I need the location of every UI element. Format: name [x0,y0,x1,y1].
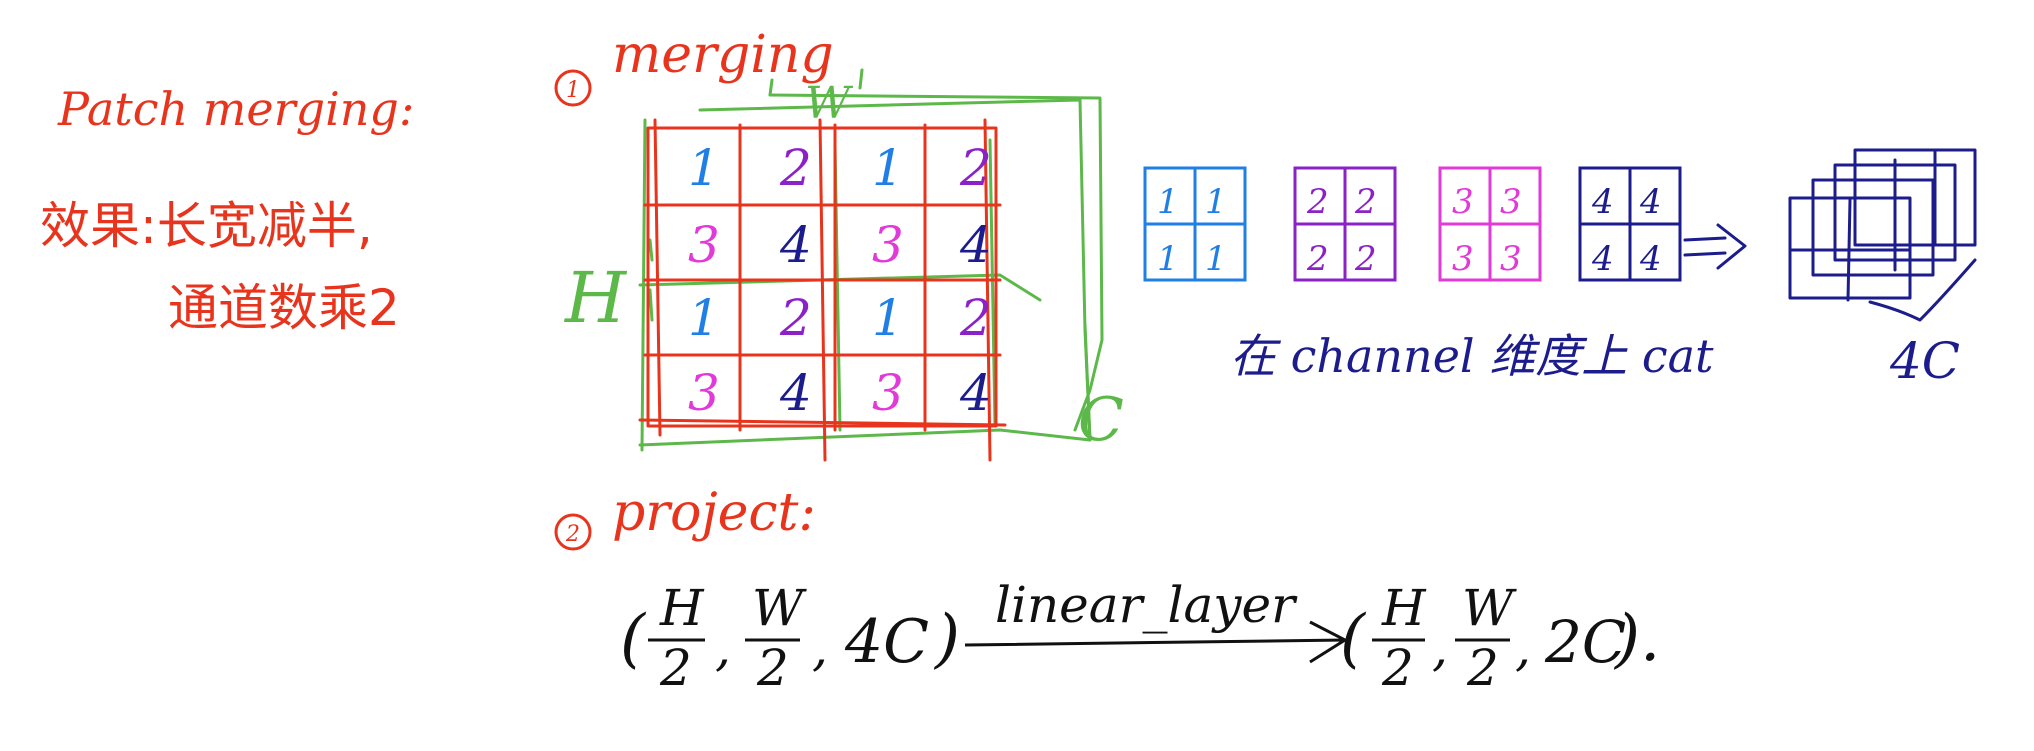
channel-block-value: 1 [1157,182,1179,222]
grid-cell-3-3: 4 [959,364,992,422]
out-w-den: 2 [1466,639,1499,697]
notes-group: Patch merging: 效果:长宽减半, 通道数乘2 [40,82,414,337]
grid-cell-3-0: 3 [688,364,720,422]
channel-block-value: 3 [1500,182,1522,222]
channel-block-value: 2 [1354,182,1377,222]
channel-block-value: 2 [1306,239,1329,279]
height-label: H [563,257,628,339]
channel-block-value: 1 [1157,239,1179,279]
cat-arrow [1683,223,1747,270]
title-text: Patch merging: [57,82,414,136]
result-label: 4C [1889,332,1960,390]
channel-block-value: 4 [1639,182,1662,222]
width-label: W [805,78,854,129]
channel-block-value: 3 [1452,239,1474,279]
channel-block-value: 3 [1452,182,1474,222]
channel-block-value: 3 [1500,239,1522,279]
paren-open-in: ( [620,602,647,676]
projection-formula: ( H 2 , W 2 , 4C ) linear_layer ( H 2 , … [620,576,1660,697]
step1-label: merging [612,25,834,85]
grid-cell-0-0: 1 [688,139,720,197]
grid-cell-2-1: 2 [779,289,812,347]
channel-block-value: 4 [1591,239,1614,279]
in-h-den: 2 [659,639,692,697]
out-h-den: 2 [1381,639,1414,697]
in-c: 4C [844,607,929,677]
channel-block-value: 2 [1306,182,1329,222]
channel-block-value: 2 [1354,239,1377,279]
comma-2: , [812,619,828,677]
step1-circle [554,69,592,107]
step2-label: project: [612,483,816,543]
step2-circle [554,513,592,551]
grid-cell-3-2: 3 [872,364,904,422]
out-h-num: H [1381,579,1427,637]
in-h-num: H [659,579,705,637]
paren-close-out: ). [1613,602,1660,676]
cat-note: 在 channel 维度上 cat [1230,329,1714,383]
merge-grid [638,118,1007,462]
grid-cell-1-3: 4 [959,216,992,274]
step2-number: 2 [565,522,580,547]
result-stack [1788,148,1977,322]
in-w-num: W [752,579,807,637]
channel-block-value: 4 [1639,239,1662,279]
grid-cell-2-0: 1 [688,289,720,347]
grid-cell-2-3: 2 [959,289,992,347]
paren-open-out: ( [1340,602,1367,676]
channel-label: C [1078,385,1124,455]
comma-1: , [715,619,731,677]
grid-cell-1-0: 3 [688,216,720,274]
grid-cell-0-1: 2 [779,139,812,197]
effect-line-2: 通道数乘2 [168,279,400,337]
channel-block-value: 1 [1205,239,1227,279]
channel-block-value: 1 [1205,182,1227,222]
comma-3: , [1432,619,1448,677]
out-c: 2C [1544,608,1626,676]
grid-cell-1-2: 3 [872,216,904,274]
out-w-num: W [1462,579,1517,637]
comma-4: , [1515,619,1531,677]
layer-arrow [964,620,1349,664]
effect-line-1: 效果:长宽减半, [40,197,373,255]
grid-cell-2-2: 1 [872,289,904,347]
channel-block-value: 4 [1591,182,1614,222]
paren-close-in: ) [933,602,960,676]
step2-heading: 2 project: [554,483,816,551]
grid-cell-3-1: 4 [779,364,812,422]
grid-cell-0-3: 2 [959,139,992,197]
grid-cell-0-2: 1 [872,139,904,197]
grid-cell-1-1: 4 [779,216,812,274]
in-w-den: 2 [756,639,789,697]
layer-label: linear_layer [995,576,1298,634]
step1-heading: 1 merging [554,25,834,107]
channel-outline-green: W H C [563,68,1124,455]
step1-number: 1 [566,78,580,103]
